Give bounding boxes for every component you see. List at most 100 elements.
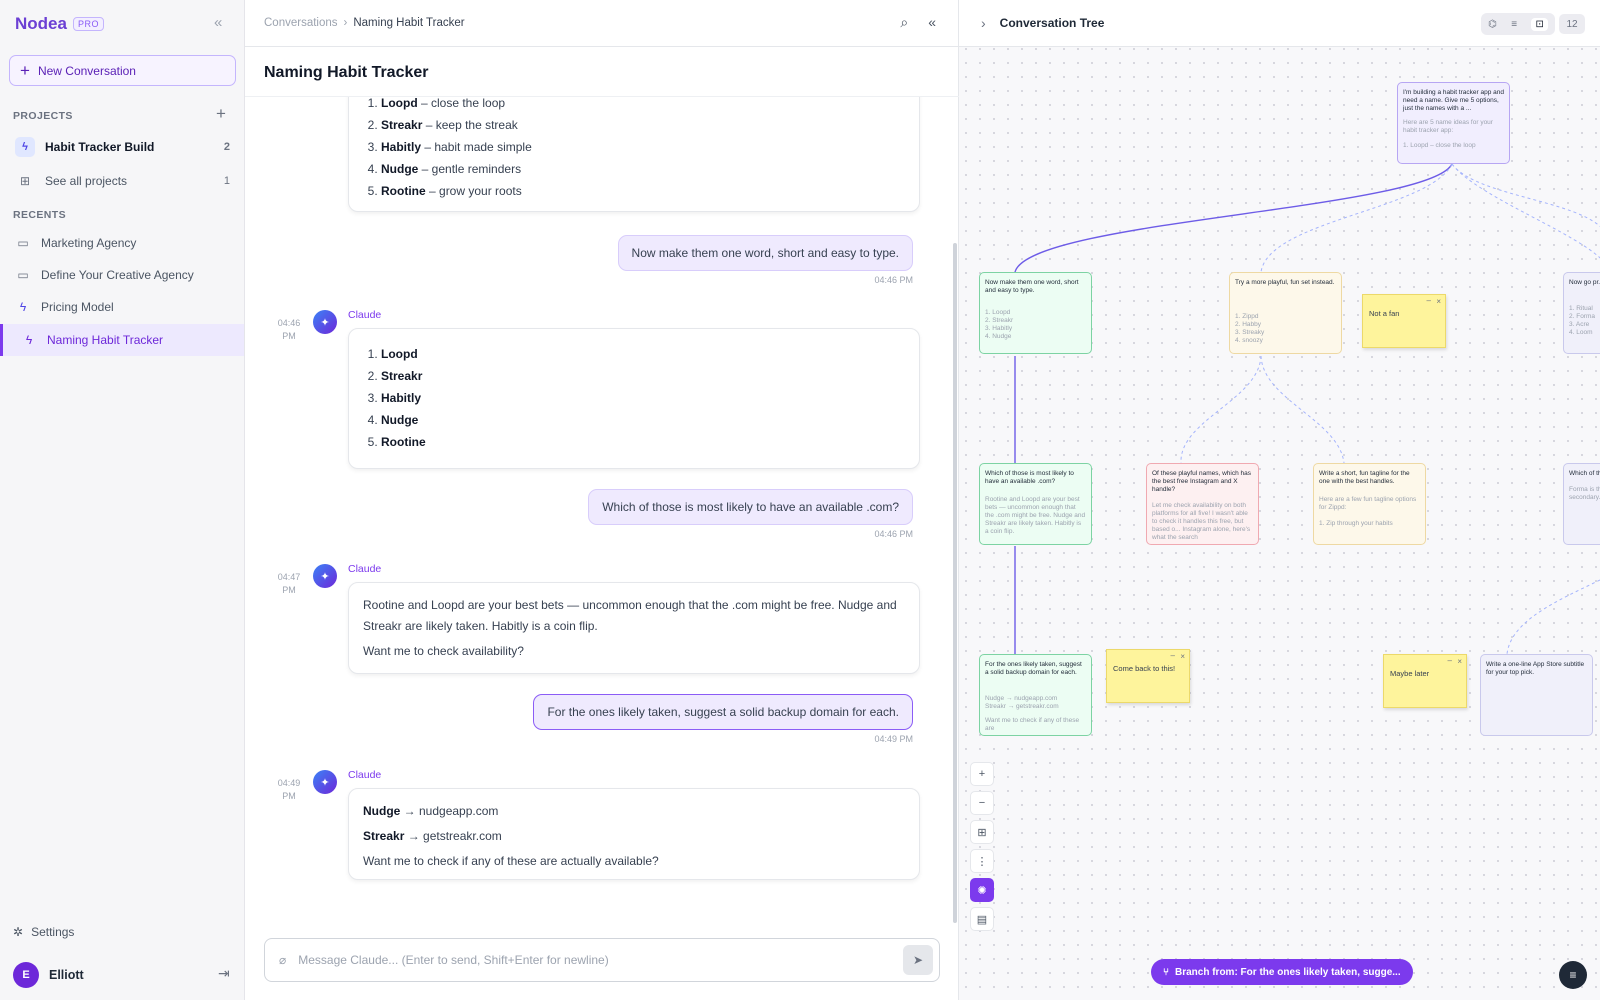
- project-count: 2: [223, 141, 230, 153]
- tree-node[interactable]: Now go pr... kind of nam... 1. Ritual2. …: [1563, 272, 1600, 354]
- list-item: Habitly – habit made simple: [381, 136, 905, 158]
- node-count-badge: 12: [1559, 14, 1585, 34]
- minimize-icon[interactable]: –: [1170, 651, 1175, 660]
- graph-view-icon[interactable]: ⊡: [1531, 17, 1548, 31]
- search-icon[interactable]: ⌕: [900, 14, 909, 30]
- recent-label: Define Your Creative Agency: [41, 268, 194, 282]
- user-message-selected[interactable]: For the ones likely taken, suggest a sol…: [533, 694, 913, 730]
- sticky-note-text: Come back to this!: [1113, 664, 1176, 673]
- project-item-habit-tracker-build[interactable]: ϟ Habit Tracker Build 2: [0, 131, 244, 163]
- collapse-panel-icon[interactable]: «: [928, 14, 936, 30]
- chat-bubble-icon: ▭: [17, 236, 29, 250]
- branch-label: Branch from: For the ones likely taken, …: [1175, 966, 1401, 978]
- tree-node-root[interactable]: I'm building a habit tracker app and nee…: [1397, 82, 1510, 164]
- sticky-note[interactable]: – × Come back to this!: [1106, 649, 1190, 703]
- close-icon[interactable]: ×: [1457, 657, 1462, 666]
- list-item: Rootine: [381, 431, 905, 453]
- recent-item-pricing-model[interactable]: ϟ Pricing Model: [0, 291, 244, 323]
- tree-node[interactable]: Try a more playful, fun set instead. 1. …: [1229, 272, 1342, 354]
- add-note-icon[interactable]: ▤: [970, 907, 994, 931]
- divider: [245, 96, 959, 97]
- scrollbar[interactable]: [953, 243, 957, 923]
- message-input[interactable]: Message Claude... (Enter to send, Shift+…: [298, 953, 609, 967]
- close-icon[interactable]: ×: [1180, 652, 1185, 661]
- settings-label: Settings: [31, 925, 75, 939]
- fit-view-icon[interactable]: ⊞: [970, 820, 994, 844]
- recent-item-naming-habit-tracker[interactable]: ϟ Naming Habit Tracker: [0, 324, 244, 356]
- assistant-name: Claude: [348, 563, 382, 575]
- breadcrumb-root[interactable]: Conversations: [264, 17, 338, 29]
- tree-node[interactable]: Write a short, fun tagline for the one w…: [1313, 463, 1426, 545]
- tree-edges: [1014, 163, 1600, 655]
- see-all-projects[interactable]: ⊞ See all projects 1: [0, 165, 244, 197]
- chat-bubble-icon: ▭: [17, 268, 29, 282]
- message-timestamp: 04:46 PM: [874, 529, 913, 539]
- recent-label: Naming Habit Tracker: [47, 333, 164, 347]
- zoom-out-icon[interactable]: −: [970, 791, 994, 815]
- assistant-message-card: Loopd Streakr Habitly Nudge Rootine: [348, 328, 920, 469]
- tree-edge: [1260, 355, 1345, 464]
- message-composer[interactable]: ⌀ Message Claude... (Enter to send, Shif…: [264, 938, 940, 982]
- branch-from-button[interactable]: ⑂ Branch from: For the ones likely taken…: [1151, 959, 1413, 985]
- breadcrumb-current: Naming Habit Tracker: [353, 17, 465, 29]
- recent-item-marketing-agency[interactable]: ▭ Marketing Agency: [0, 227, 244, 259]
- tree-node[interactable]: Which of those is most likely to have an…: [979, 463, 1092, 545]
- recent-label: Marketing Agency: [41, 236, 137, 250]
- tree-node-selected[interactable]: For the ones likely taken, suggest a sol…: [979, 654, 1092, 736]
- menu-icon[interactable]: ≡: [1559, 961, 1587, 989]
- assistant-avatar-icon: ✦: [313, 770, 337, 794]
- message-text: Nudge → nudgeapp.com: [363, 804, 499, 818]
- message-timestamp: 04:47 PM: [277, 572, 301, 595]
- settings-button[interactable]: ✲ Settings: [13, 925, 74, 939]
- page-title: Naming Habit Tracker: [264, 64, 429, 81]
- tree-node[interactable]: Now make them one word, short and easy t…: [979, 272, 1092, 354]
- tree-title: Conversation Tree: [999, 16, 1105, 30]
- brand-logo: Nodea: [15, 14, 67, 33]
- tree-edge: [1451, 163, 1600, 228]
- tree-edge: [1260, 163, 1453, 273]
- send-button[interactable]: ➤: [903, 945, 933, 975]
- recent-item-define-your-creative-agency[interactable]: ▭ Define Your Creative Agency: [0, 259, 244, 291]
- sticky-note[interactable]: – × Maybe later: [1383, 654, 1467, 708]
- message-text: Streakr → getstreakr.com: [363, 829, 502, 843]
- conversation-tree-panel[interactable]: › Conversation Tree ⌬ ≡ ⊡ 12 I'm buildin…: [959, 0, 1600, 1000]
- message-list[interactable]: Loopd – close the loop Streakr – keep th…: [245, 97, 959, 925]
- breadcrumb-separator-icon: ›: [343, 17, 348, 29]
- new-conversation-button[interactable]: + New Conversation: [9, 55, 236, 86]
- paperclip-icon[interactable]: ⌀: [279, 953, 287, 967]
- user-message[interactable]: Now make them one word, short and easy t…: [617, 235, 913, 271]
- layout-vertical-icon[interactable]: ⋮: [970, 849, 994, 873]
- recent-label: Pricing Model: [41, 300, 114, 314]
- expand-panel-icon[interactable]: ›: [981, 15, 986, 31]
- zoom-in-icon[interactable]: +: [970, 762, 994, 786]
- tree-edge: [1180, 355, 1262, 464]
- add-project-button[interactable]: +: [216, 104, 226, 123]
- project-label: Habit Tracker Build: [45, 140, 155, 154]
- view-mode-toggle[interactable]: ⌬ ≡ ⊡: [1481, 13, 1555, 35]
- minimize-icon[interactable]: –: [1426, 296, 1431, 305]
- minimize-icon[interactable]: –: [1447, 656, 1452, 665]
- chat-top-actions: ⌕ «: [900, 14, 936, 31]
- sticky-note[interactable]: – × Not a fan: [1362, 294, 1446, 348]
- collapse-sidebar-icon[interactable]: «: [214, 14, 223, 31]
- list-view-icon[interactable]: ≡: [1511, 18, 1518, 30]
- user-profile[interactable]: E Elliott: [13, 962, 84, 988]
- lightning-icon: ϟ: [25, 333, 33, 347]
- list-item: Loopd – close the loop: [381, 97, 905, 114]
- sticky-note-text: Not a fan: [1369, 309, 1400, 318]
- close-icon[interactable]: ×: [1436, 297, 1441, 306]
- logout-icon[interactable]: ⇥: [218, 965, 230, 981]
- brand[interactable]: Nodea PRO: [15, 14, 104, 34]
- message-text: Rootine and Loopd are your best bets — u…: [363, 598, 897, 633]
- tree-node[interactable]: Which of th... a clean log... Forma is t…: [1563, 463, 1600, 545]
- user-message[interactable]: Which of those is most likely to have an…: [588, 489, 913, 525]
- sidebar: Nodea PRO « + New Conversation PROJECTS …: [0, 0, 245, 1000]
- tree-node[interactable]: Write a one-line App Store subtitle for …: [1480, 654, 1593, 736]
- message-timestamp: 04:49 PM: [874, 734, 913, 744]
- tree-node[interactable]: Of these playful names, which has the be…: [1146, 463, 1259, 545]
- list-item: Nudge: [381, 409, 905, 431]
- list-item: Habitly: [381, 387, 905, 409]
- projects-section-label: PROJECTS: [13, 110, 73, 122]
- focus-icon[interactable]: ✺: [970, 878, 994, 902]
- tree-view-icon[interactable]: ⌬: [1488, 18, 1497, 30]
